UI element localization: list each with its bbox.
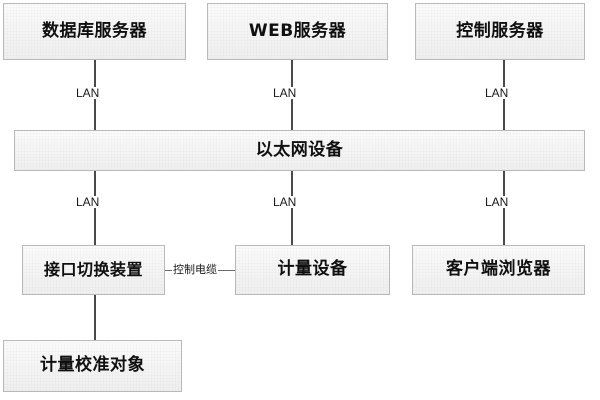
lan-text: LAN [273, 86, 297, 100]
node-client-browser[interactable]: 客户端浏览器 [412, 245, 585, 295]
lan-text: LAN [273, 195, 297, 209]
node-control-server[interactable]: 控制服务器 [415, 3, 585, 60]
node-calibration-object[interactable]: 计量校准对象 [3, 340, 182, 392]
edge-label-lan-interface-switch: LAN [74, 195, 102, 209]
node-interface-switch-label: 接口切换装置 [43, 259, 143, 279]
node-metering-device[interactable]: 计量设备 [235, 245, 390, 295]
node-ethernet-device-label: 以太网设备 [255, 139, 344, 160]
edge-label-lan-metering-device: LAN [271, 195, 299, 209]
connector-ethernet-to-client-browser [503, 171, 505, 245]
node-client-browser-label: 客户端浏览器 [446, 259, 551, 280]
node-metering-device-label: 计量设备 [277, 259, 348, 280]
node-control-server-label: 控制服务器 [456, 20, 544, 41]
connector-ethernet-to-metering-device [291, 171, 293, 245]
control-cable-text: 控制电缆 [173, 263, 217, 276]
node-interface-switch[interactable]: 接口切换装置 [22, 245, 165, 295]
lan-text: LAN [76, 86, 100, 100]
edge-label-control-cable: 控制电缆 [172, 264, 218, 275]
edge-label-lan-client-browser: LAN [483, 195, 511, 209]
node-database-server-label: 数据库服务器 [42, 20, 147, 41]
node-ethernet-device[interactable]: 以太网设备 [14, 130, 585, 171]
connector-interface-switch-to-calibration-object [94, 295, 96, 340]
lan-text: LAN [76, 195, 100, 209]
node-database-server[interactable]: 数据库服务器 [3, 3, 186, 60]
lan-text: LAN [485, 195, 509, 209]
node-web-server[interactable]: WEB服务器 [207, 3, 388, 60]
edge-label-lan-database: LAN [74, 86, 102, 100]
edge-label-lan-control: LAN [483, 86, 511, 100]
connector-ethernet-to-interface-switch [94, 171, 96, 245]
node-web-server-label: WEB服务器 [248, 20, 347, 41]
node-calibration-object-label: 计量校准对象 [40, 355, 145, 376]
lan-text: LAN [485, 86, 509, 100]
edge-label-lan-web: LAN [271, 86, 299, 100]
